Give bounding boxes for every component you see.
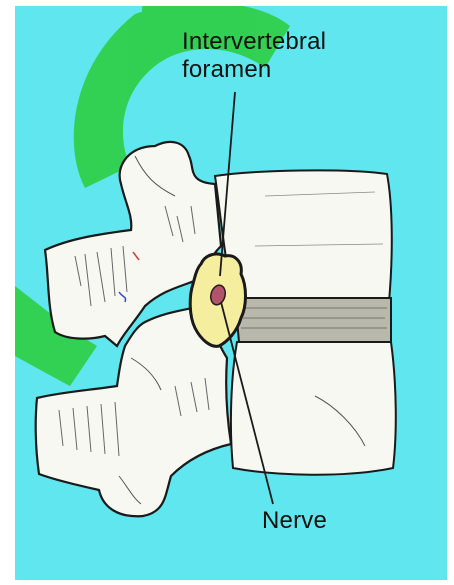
intervertebral-foramen-label: Intervertebral foramen: [182, 28, 326, 84]
diagram-panel: Intervertebral foramen Nerve: [15, 6, 447, 580]
foramen-label-line1: Intervertebral: [182, 28, 326, 56]
spine-diagram: [15, 6, 447, 580]
vertebral-body: [215, 170, 396, 474]
nerve-label: Nerve: [262, 507, 327, 535]
foramen-label-line2: foramen: [182, 56, 326, 84]
